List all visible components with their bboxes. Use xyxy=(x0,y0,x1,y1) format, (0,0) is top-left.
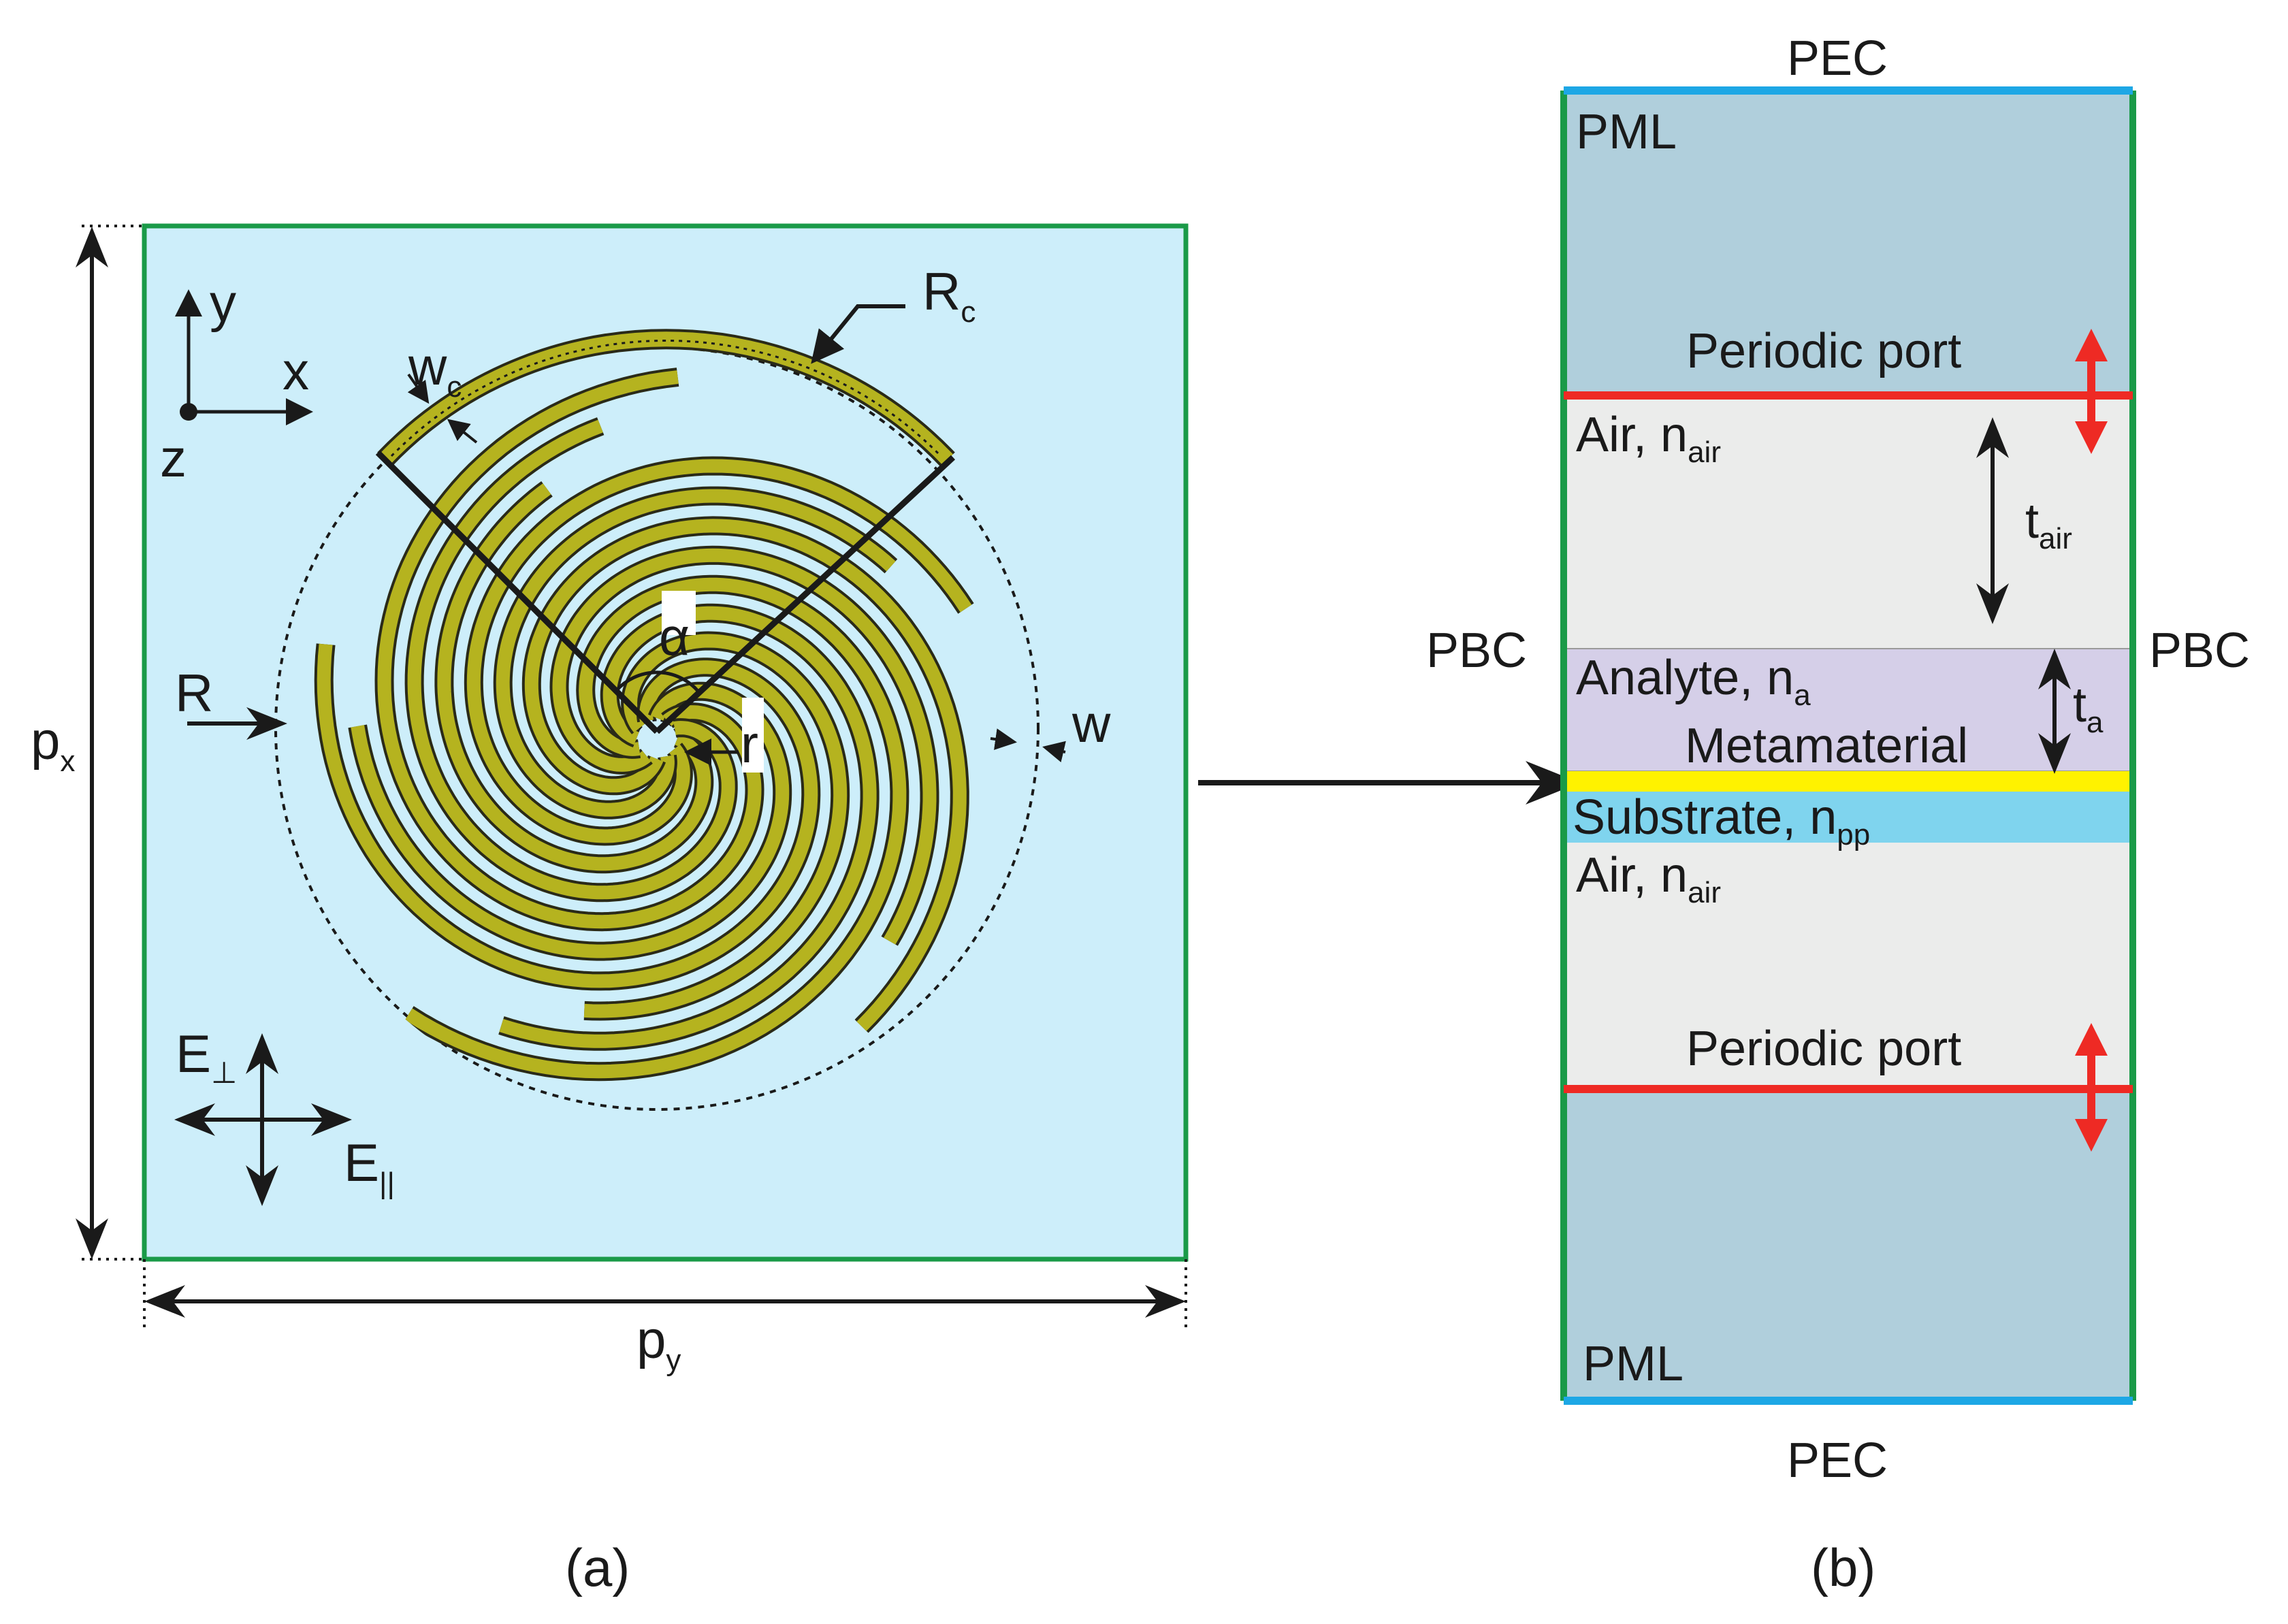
air-top-label: Air, nair xyxy=(1576,408,1721,469)
spiral-arm xyxy=(524,519,967,1031)
t-a-label: ta xyxy=(2073,678,2104,739)
w-arrow-2 xyxy=(990,728,1017,750)
metamaterial-label: Metamaterial xyxy=(1685,719,1968,773)
analyte-region xyxy=(1563,648,2133,772)
alpha-line-left xyxy=(375,450,660,734)
wc-arrow-2 xyxy=(447,419,478,444)
ring-segment-fill xyxy=(379,331,953,465)
pml-top-label: PML xyxy=(1576,105,1677,159)
rc-label: Rc xyxy=(922,261,976,329)
alpha-arc xyxy=(615,670,699,692)
spiral-arm xyxy=(317,643,818,988)
alpha-label-bg xyxy=(662,591,696,635)
alpha-line-right xyxy=(654,455,956,734)
axis-x-label: x xyxy=(283,341,309,401)
r-outer-label: R xyxy=(175,663,213,723)
e-par-label: E|| xyxy=(344,1133,395,1200)
r-label: r xyxy=(741,714,758,774)
alpha-label: α xyxy=(659,606,690,666)
dimension-extension-lines xyxy=(82,225,1187,1331)
py-label: py xyxy=(637,1310,681,1377)
substrate-label: Substrate, npp xyxy=(1573,790,1870,851)
caption-a: (a) xyxy=(565,1538,630,1597)
panel-a: px py α r y x z Rc xyxy=(31,223,1189,1597)
spiral-arm xyxy=(437,483,711,871)
spiral-arm xyxy=(377,370,762,929)
spiral-arm xyxy=(404,577,907,1079)
rc-leader xyxy=(811,304,905,364)
spiral-arm xyxy=(496,489,896,817)
metamaterial-layer xyxy=(1564,771,2133,792)
spiral-arm xyxy=(466,459,972,843)
analyte-label: Analyte, na xyxy=(1576,651,1811,712)
pbc-left-label: PBC xyxy=(1426,623,1527,678)
t-air-label: tair xyxy=(2025,494,2072,555)
px-label: px xyxy=(31,711,75,778)
w-arrow-1 xyxy=(1042,741,1066,762)
r-label-bg xyxy=(742,698,764,773)
port-top-label: Periodic port xyxy=(1686,324,1961,378)
wc-arrow-1 xyxy=(407,373,430,404)
caption-b: (b) xyxy=(1811,1538,1875,1597)
air-top-region xyxy=(1564,395,2133,649)
axis-triad: y x z xyxy=(160,273,313,488)
spiral-arm xyxy=(552,548,937,945)
pbc-right-label: PBC xyxy=(2149,623,2250,678)
polarization-arrows: E⊥ E|| xyxy=(174,1024,395,1206)
axis-y-label: y xyxy=(210,273,236,333)
pml-bottom-label: PML xyxy=(1583,1337,1683,1391)
pml-bottom-region xyxy=(1564,1089,2133,1401)
ring-dotted-guide xyxy=(390,339,942,457)
port-bottom-label: Periodic port xyxy=(1686,1022,1961,1076)
spiral-arm xyxy=(407,419,735,900)
e-perp-label: E⊥ xyxy=(176,1024,237,1090)
axis-z-label: z xyxy=(160,428,187,488)
outer-radius-circle xyxy=(274,346,1040,1111)
pml-top-region xyxy=(1564,91,2133,395)
panel-b: PEC PML Periodic port Air, nair tair PBC… xyxy=(1426,31,2250,1597)
pec-bottom-label: PEC xyxy=(1787,1433,1888,1488)
air-bottom-region xyxy=(1564,843,2133,1089)
air-bottom-label: Air, nair xyxy=(1576,848,1721,909)
spiral-resonator xyxy=(314,368,974,1082)
pec-top-label: PEC xyxy=(1787,31,1888,86)
substrate-region xyxy=(1564,792,2133,843)
w-label: w xyxy=(1072,694,1111,753)
